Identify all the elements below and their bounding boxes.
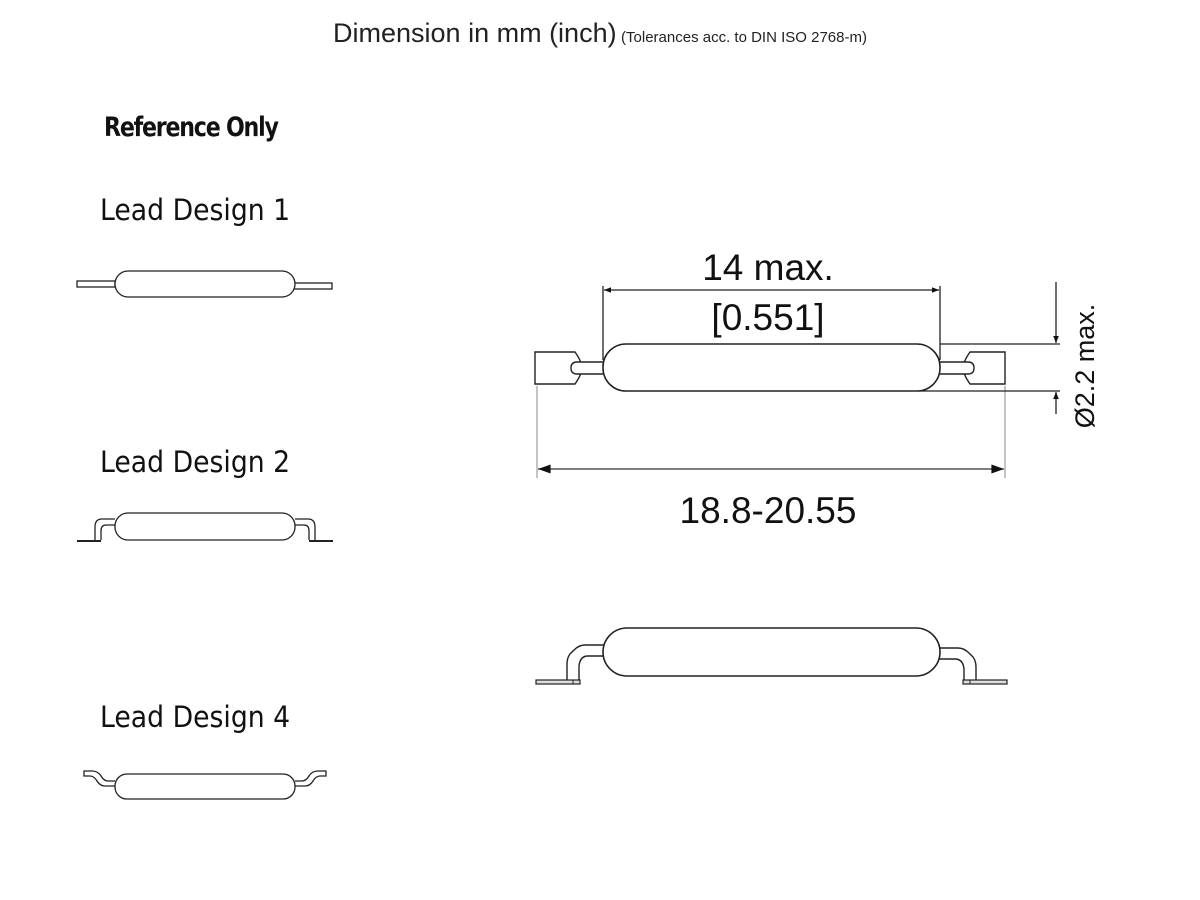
reference-only-label: Reference Only bbox=[104, 112, 279, 143]
body-length-inch-value: [0.551] bbox=[711, 297, 824, 338]
body-length-value: 14 max. bbox=[702, 247, 834, 288]
lead-design-1-label: Lead Design 1 bbox=[100, 193, 291, 227]
diameter-value: Ø2.2 max. bbox=[1070, 304, 1100, 429]
overall-length-value: 18.8-20.55 bbox=[680, 490, 857, 531]
lead-design-2-icon bbox=[77, 512, 333, 542]
reed-body-side bbox=[602, 627, 941, 677]
title-tolerance-note: (Tolerances acc. to DIN ISO 2768-m) bbox=[621, 29, 867, 46]
lead-design-1-icon bbox=[76, 270, 333, 298]
lead-design-4-icon bbox=[83, 770, 327, 800]
lead-design-2-label: Lead Design 2 bbox=[100, 445, 291, 479]
main-top-view bbox=[534, 286, 1060, 478]
drawing-title: Dimension in mm (inch) (Tolerances acc. … bbox=[0, 18, 1200, 49]
lead-design-4-label: Lead Design 4 bbox=[100, 700, 291, 734]
main-side-view bbox=[535, 627, 1008, 685]
title-main: Dimension in mm (inch) bbox=[333, 18, 617, 48]
reed-body bbox=[602, 343, 941, 392]
